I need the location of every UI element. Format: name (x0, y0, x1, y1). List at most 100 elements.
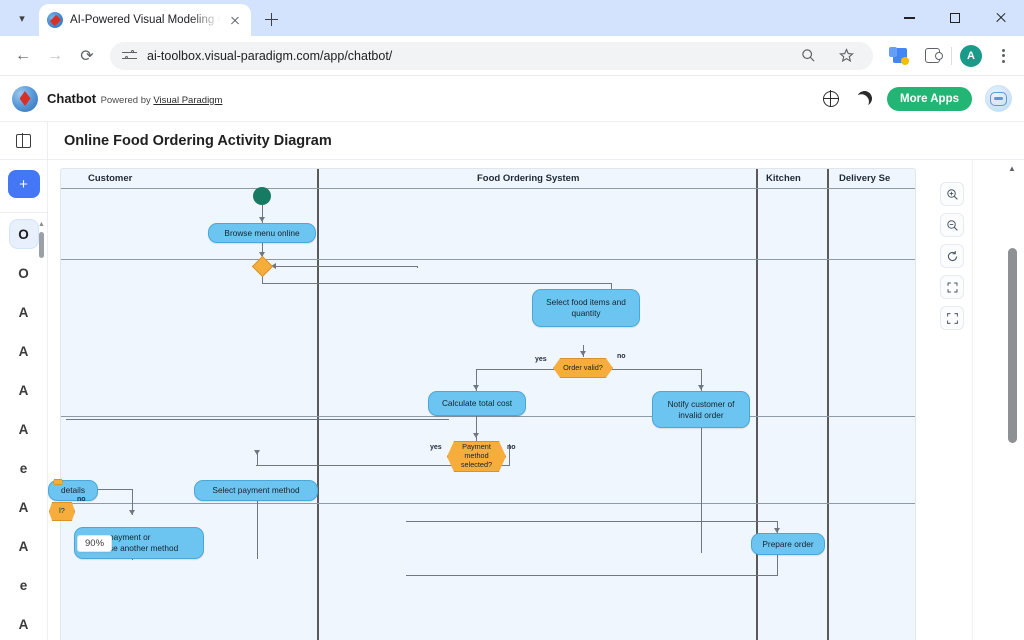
page-scroll-thumb[interactable] (1007, 248, 1017, 443)
conversation-item-7[interactable]: A (18, 499, 29, 515)
zoom-in-icon[interactable] (940, 182, 964, 206)
node-order-valid-decision[interactable]: Order valid? (553, 358, 613, 378)
edge-notify-down (701, 428, 703, 553)
forward-icon[interactable]: → (47, 46, 63, 64)
browser-tab[interactable]: AI-Powered Visual Modeling Ch (39, 4, 251, 36)
chatbot-avatar-icon[interactable] (985, 85, 1012, 112)
node-notify-invalid-order[interactable]: Notify customer of invalid order (652, 391, 750, 428)
brand[interactable]: Chatbot Powered by Visual Paradigm (12, 85, 223, 112)
node-browse-menu-online[interactable]: Browse menu online (208, 223, 316, 243)
rail-scroll-track[interactable] (39, 228, 44, 640)
edge-paysel-yes (66, 419, 449, 421)
lane-label-kitchen: Kitchen (766, 173, 801, 184)
diagram-column: Customer Food Ordering System Kitchen De… (48, 160, 972, 640)
globe-icon[interactable] (821, 89, 841, 109)
node-select-food-items[interactable]: Select food items and quantity (532, 289, 640, 327)
window-controls (886, 0, 1024, 36)
fullscreen-icon[interactable] (940, 306, 964, 330)
extension-blue-icon[interactable] (887, 43, 913, 69)
row-divider-2 (61, 416, 915, 417)
edge-label-cut-no: no (77, 496, 86, 503)
diagram-viewport[interactable]: Customer Food Ordering System Kitchen De… (48, 160, 972, 640)
app-name: Chatbot (47, 90, 97, 106)
window-maximize-button[interactable] (932, 0, 978, 36)
node-payment-method-selected-decision[interactable]: Payment method selected? (447, 441, 506, 472)
browser-menu-kebab-icon[interactable] (990, 43, 1016, 69)
node-calculate-total-cost[interactable]: Calculate total cost (428, 391, 526, 416)
edge-selectpay-down (257, 490, 259, 559)
conversation-item-0[interactable]: O (8, 219, 39, 249)
conversation-item-1[interactable]: O (18, 265, 29, 281)
conversation-item-5[interactable]: A (18, 421, 29, 437)
arrow-to-select-payment (253, 450, 260, 455)
page-scroll-track[interactable] (1007, 178, 1017, 640)
rail-scroll-thumb[interactable] (39, 232, 44, 258)
edge-cut-no (83, 489, 133, 491)
arrow-select-to-valid (579, 351, 586, 356)
avatar[interactable]: A (958, 43, 984, 69)
conversation-item-6[interactable]: e (19, 460, 28, 476)
arrow-cut-no (128, 510, 135, 515)
tab-search-chevron-icon[interactable]: ▾ (19, 12, 25, 25)
zoom-level-badge: 90% (77, 535, 113, 552)
edge-label-valid-no: no (617, 353, 626, 360)
row-divider-1 (61, 259, 915, 260)
activity-diagram-canvas[interactable]: Customer Food Ordering System Kitchen De… (48, 168, 916, 640)
reset-zoom-icon[interactable] (940, 244, 964, 268)
edge-valid-no-down (701, 369, 703, 391)
zoom-out-icon[interactable] (940, 213, 964, 237)
new-tab-button[interactable] (257, 5, 285, 33)
node-retry-payment[interactable]: payment or se another method (74, 527, 204, 559)
close-icon[interactable] (227, 12, 243, 28)
conversation-item-4[interactable]: A (18, 382, 29, 398)
search-icon[interactable] (795, 43, 821, 69)
page-scrollbar[interactable]: ▲ ▼ (1006, 160, 1018, 640)
node-prepare-order[interactable]: Prepare order (751, 533, 825, 555)
edge-calc-to-paysel (476, 416, 478, 442)
arrow-to-prepare (773, 528, 780, 533)
page-title: Online Food Ordering Activity Diagram (64, 132, 332, 149)
rail-scrollbar[interactable]: ▲ ▼ (38, 221, 45, 640)
lane-divider-3 (827, 169, 829, 640)
back-icon[interactable]: ← (15, 46, 31, 64)
edge-valid-no (602, 369, 702, 371)
window-close-button[interactable] (978, 0, 1024, 36)
node-confirm-details[interactable]: details (48, 480, 98, 501)
extensions-puzzle-icon[interactable] (919, 43, 945, 69)
arrow-start-to-browse (258, 217, 265, 222)
fit-screen-icon[interactable] (940, 275, 964, 299)
sidebar-toggle-icon[interactable] (0, 121, 48, 160)
bookmark-star-icon[interactable] (833, 43, 859, 69)
conversation-item-8[interactable]: A (18, 538, 29, 554)
site-settings-icon[interactable] (122, 48, 137, 63)
lane-header-divider (61, 188, 915, 189)
rail-scroll-up-icon[interactable]: ▲ (38, 221, 45, 228)
edge-to-prepare-down (777, 521, 779, 534)
conversation-item-9[interactable]: e (19, 577, 28, 593)
moon-icon[interactable] (854, 89, 874, 109)
workspace: + O O A A A A e A A e A ▲ ▼ (0, 160, 1024, 640)
edge-feedback-into-merge (273, 266, 418, 268)
more-apps-button[interactable]: More Apps (887, 86, 972, 111)
node-initial[interactable] (253, 187, 271, 205)
edge-label-valid-yes: yes (535, 356, 547, 363)
conversation-item-3[interactable]: A (18, 343, 29, 359)
scroll-up-icon[interactable]: ▲ (1008, 164, 1016, 173)
window-minimize-button[interactable] (886, 0, 932, 36)
reload-icon[interactable]: ⟳ (80, 47, 94, 65)
arrow-valid-no (697, 385, 704, 390)
conversation-item-10[interactable]: A (18, 616, 29, 632)
node-cut-decision[interactable]: l? (49, 502, 75, 521)
node-select-payment-method[interactable]: Select payment method (194, 480, 318, 501)
edge-valid-yes (476, 369, 564, 371)
conversation-list: O O A A A A e A A e A ▲ ▼ (0, 213, 47, 640)
edge-valid-yes-down (476, 369, 478, 391)
address-bar[interactable]: ai-toolbox.visual-paradigm.com/app/chatb… (110, 41, 873, 70)
arrow-calc-to-paysel (472, 433, 479, 438)
visual-paradigm-link[interactable]: Visual Paradigm (153, 94, 223, 106)
edge-prepare-down (777, 554, 779, 576)
arrow-into-merge (271, 262, 276, 269)
edge-start-to-browse (262, 205, 264, 223)
new-chat-button[interactable]: + (7, 170, 40, 198)
conversation-item-2[interactable]: A (18, 304, 29, 320)
